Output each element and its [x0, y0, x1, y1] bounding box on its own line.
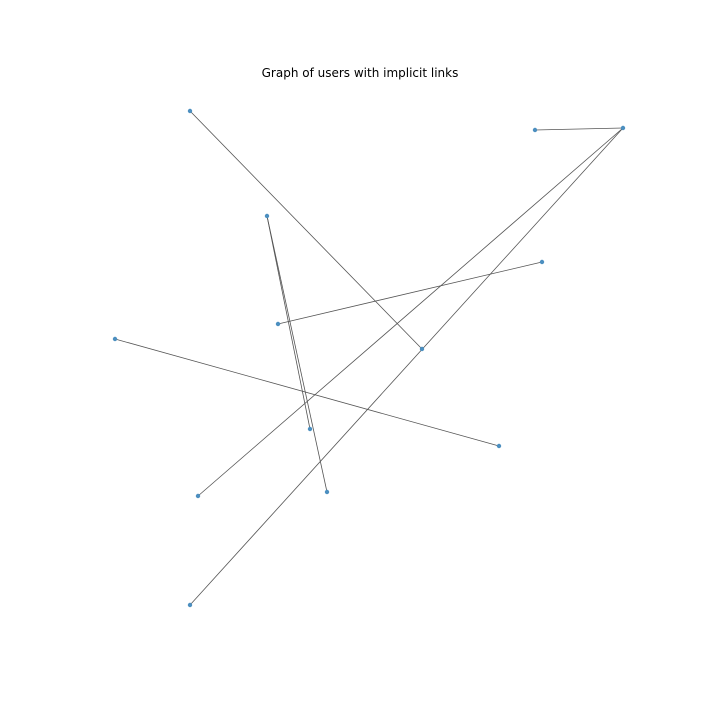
- graph-node: [275, 321, 281, 327]
- graph-edge: [189, 110, 423, 350]
- graph-edge: [534, 127, 624, 131]
- graph-node: [187, 108, 193, 114]
- graph-edge: [266, 215, 328, 493]
- graph-node: [539, 259, 545, 265]
- graph-node: [532, 127, 538, 133]
- graph-edge: [277, 261, 543, 325]
- graph-node: [195, 493, 201, 499]
- graph-node: [620, 125, 626, 131]
- graph-node: [112, 336, 118, 342]
- graph-title: Graph of users with implicit links: [261, 66, 459, 80]
- graph-node: [187, 602, 193, 608]
- edges-layer: [114, 110, 624, 606]
- graph-node: [324, 489, 330, 495]
- graph-node: [419, 346, 425, 352]
- graph-node: [307, 426, 313, 432]
- nodes-layer: [112, 108, 626, 608]
- graph-node: [496, 443, 502, 449]
- graph-edge: [197, 127, 624, 497]
- graph-edge: [266, 215, 311, 430]
- graph-edge: [114, 338, 500, 447]
- graph-node: [264, 213, 270, 219]
- graph-edge: [189, 127, 624, 606]
